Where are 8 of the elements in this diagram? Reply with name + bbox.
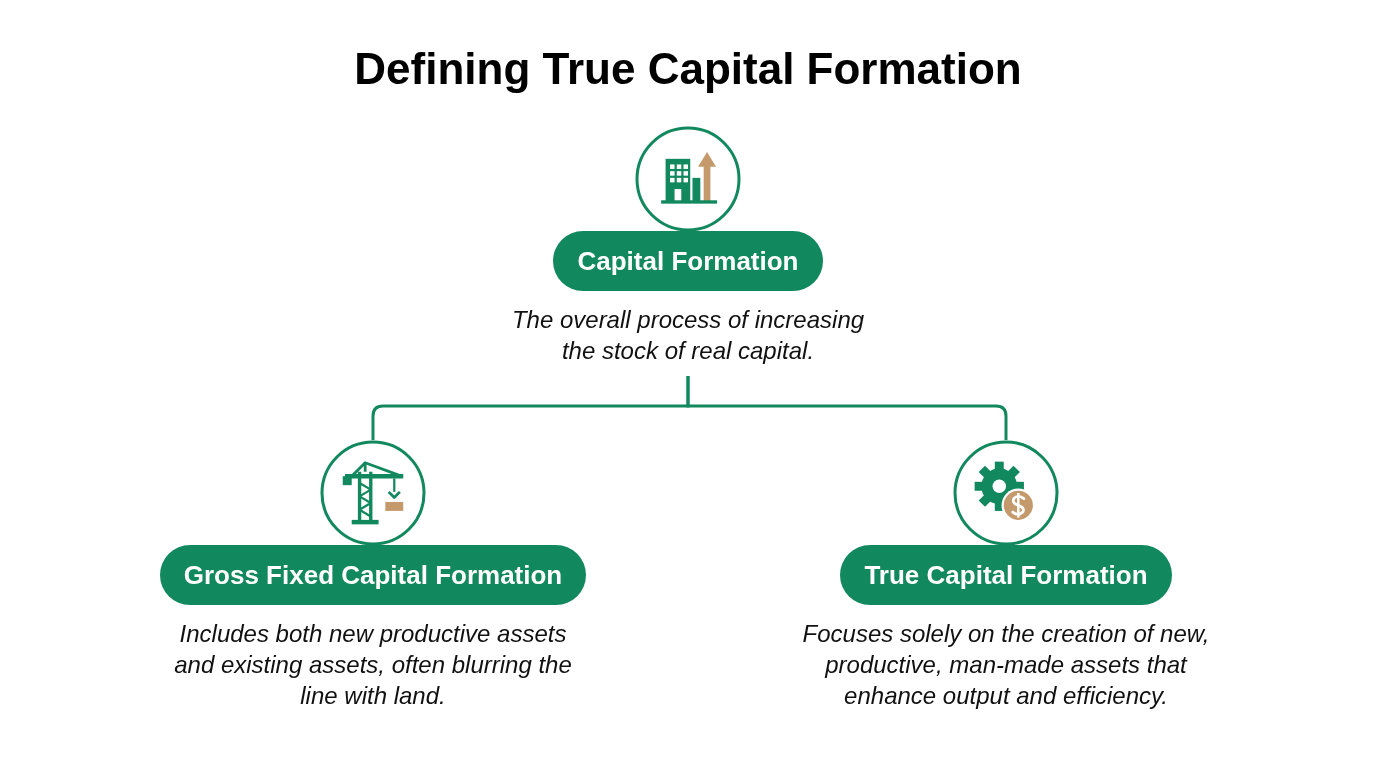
- connector-line: [686, 376, 1008, 440]
- description-text: The overall process of increasing the stock of real capital.: [510, 305, 866, 366]
- heading-pill: Gross Fixed Capital Formation: [159, 545, 587, 605]
- heading-pill: Capital Formation: [553, 231, 823, 291]
- description-text: Includes both new productive assets and existing assets, often blurring the line with land.: [173, 619, 573, 711]
- description-text: Focuses solely on the creation of new, productive, man-made assets that enhance output and efficiency.: [801, 619, 1211, 711]
- heading-pill: True Capital Formation: [840, 545, 1172, 605]
- diagram-title: Defining True Capital Formation: [354, 43, 1022, 95]
